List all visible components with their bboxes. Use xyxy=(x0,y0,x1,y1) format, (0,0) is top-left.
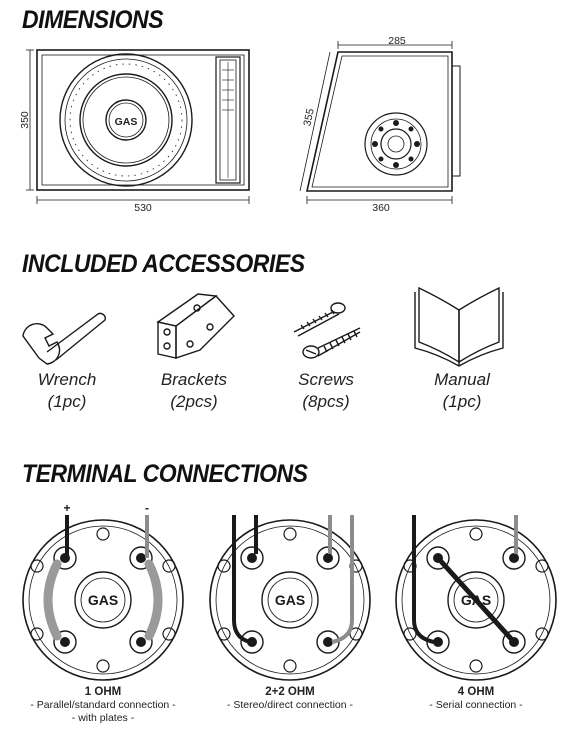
front-width-value: 530 xyxy=(134,202,152,214)
terminal-caption-serial: 4 OHM - Serial connection - xyxy=(381,686,571,712)
svg-text:-: - xyxy=(145,501,149,515)
svg-text:+: + xyxy=(63,501,70,515)
terminal-description-extra: - with plates - xyxy=(71,712,135,724)
terminals-drawing: GAS + - GAS GAS xyxy=(22,501,557,681)
accessory-qty: (1pc) xyxy=(442,392,482,411)
accessory-qty: (8pcs) xyxy=(302,392,350,411)
accessory-name: Screws xyxy=(298,370,354,389)
accessory-screws: Screws (8pcs) xyxy=(261,369,391,413)
bracket-icon xyxy=(156,293,235,359)
terminal-title: 1 OHM xyxy=(84,686,122,698)
screws-icon xyxy=(293,302,361,359)
side-view xyxy=(306,51,461,192)
front-height-value: 350 xyxy=(19,111,31,129)
accessory-manual: Manual (1pc) xyxy=(397,369,527,413)
accessory-name: Wrench xyxy=(37,370,97,389)
terminal-description: - Stereo/direct connection - xyxy=(226,699,354,711)
side-top-value: 285 xyxy=(388,35,406,47)
terminal-title: 2+2 OHM xyxy=(265,686,315,698)
dimensions-heading: DIMENSIONS xyxy=(22,6,164,34)
accessory-qty: (1pc) xyxy=(47,392,87,411)
front-brand-logo: GAS xyxy=(115,116,138,128)
terminal-caption-stereo: 2+2 OHM - Stereo/direct connection - xyxy=(195,686,385,712)
terminal-title: 4 OHM xyxy=(457,686,495,698)
front-view xyxy=(36,49,250,191)
accessory-brackets: Brackets (2pcs) xyxy=(129,369,259,413)
accessory-wrench: Wrench (1pc) xyxy=(2,369,132,413)
side-height-value: 355 xyxy=(301,107,316,127)
rear-brand-logo: GAS xyxy=(88,592,118,608)
accessory-name: Manual xyxy=(434,370,490,389)
terminal-diagram-serial: GAS xyxy=(395,515,557,681)
terminal-caption-parallel: 1 OHM - Parallel/standard connection - -… xyxy=(8,686,198,725)
terminal-description: - Serial connection - xyxy=(429,699,523,711)
accessories-drawing xyxy=(22,286,504,367)
rear-brand-logo: GAS xyxy=(275,592,305,608)
dimensions-drawing: GAS 350 530 285 360 355 xyxy=(19,35,461,214)
accessory-qty: (2pcs) xyxy=(170,392,218,411)
accessories-heading: INCLUDED ACCESSORIES xyxy=(22,250,305,278)
terminal-diagram-stereo: GAS xyxy=(209,515,371,681)
manual-icon xyxy=(414,286,504,367)
side-bottom-value: 360 xyxy=(372,202,390,214)
terminal-diagram-parallel: GAS + - xyxy=(22,501,184,681)
terminal-description: - Parallel/standard connection - xyxy=(30,699,176,711)
accessory-name: Brackets xyxy=(160,370,228,389)
rear-brand-logo: GAS xyxy=(461,592,491,608)
terminals-heading: TERMINAL CONNECTIONS xyxy=(22,460,308,488)
wrench-icon xyxy=(22,312,106,365)
